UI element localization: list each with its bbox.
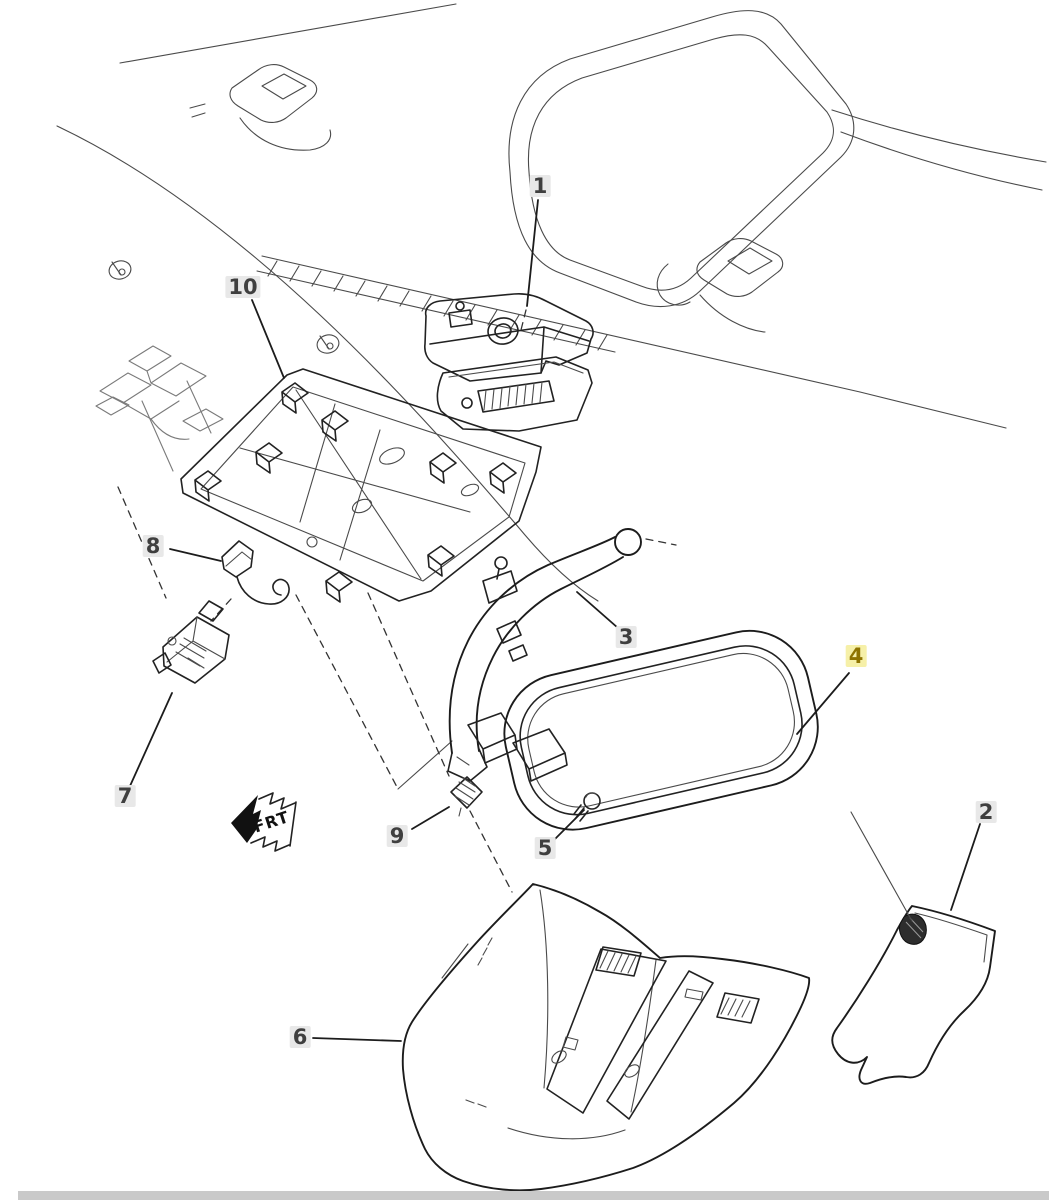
- callout-4[interactable]: 4: [845, 645, 867, 667]
- part-10-bracket-plate: [180, 368, 542, 603]
- roof-panel-sketch: [56, 3, 1047, 602]
- frt-arrowhead-icon: [231, 795, 261, 843]
- mirror-mount-pad-right: [656, 238, 784, 333]
- callout-8[interactable]: 8: [142, 535, 164, 557]
- callout-2[interactable]: 2: [975, 801, 997, 823]
- part-1-console-module: [424, 293, 594, 432]
- callout-7[interactable]: 7: [114, 785, 136, 807]
- leader-line-5: [552, 809, 585, 842]
- part-9-grommet: [450, 776, 483, 817]
- alignment-dash-lines: [117, 486, 677, 893]
- callout-1[interactable]: 1: [529, 175, 551, 197]
- bottom-edge-bar: [18, 1191, 1049, 1200]
- callout-5[interactable]: 5: [534, 837, 556, 859]
- mirror-mount-pad-left: [229, 64, 332, 151]
- leader-line-6: [312, 1037, 402, 1042]
- leader-line-1-dash: [520, 309, 527, 331]
- part-4-rearview-mirror: [467, 629, 819, 831]
- leader-line-9: [411, 806, 450, 830]
- callout-9[interactable]: 9: [386, 825, 408, 847]
- frt-direction-arrow: FRT: [231, 792, 297, 852]
- ghost-bracket-assembly: [95, 345, 224, 472]
- callout-10[interactable]: 10: [225, 276, 261, 298]
- leader-line-2: [950, 823, 981, 911]
- leader-line-3: [576, 591, 619, 629]
- retainer-clip-left: [108, 260, 132, 280]
- alignment-line-2: [850, 811, 913, 922]
- leader-line-8: [169, 548, 222, 562]
- leader-line-10: [251, 299, 285, 379]
- part-3-harness-arm: [447, 528, 642, 782]
- leader-line-1: [526, 199, 539, 307]
- part-6-trim-cover: [401, 883, 811, 1192]
- callout-3[interactable]: 3: [615, 626, 637, 648]
- retainer-clip-center: [316, 334, 340, 354]
- part-5-screw: [573, 792, 601, 822]
- leader-line-4: [796, 672, 850, 735]
- part-8-harness-connector: [221, 540, 290, 605]
- callout-6[interactable]: 6: [289, 1026, 311, 1048]
- part-2-trim-extension: [831, 905, 996, 1085]
- part-7-connector: [152, 600, 230, 684]
- leader-line-7: [129, 692, 173, 787]
